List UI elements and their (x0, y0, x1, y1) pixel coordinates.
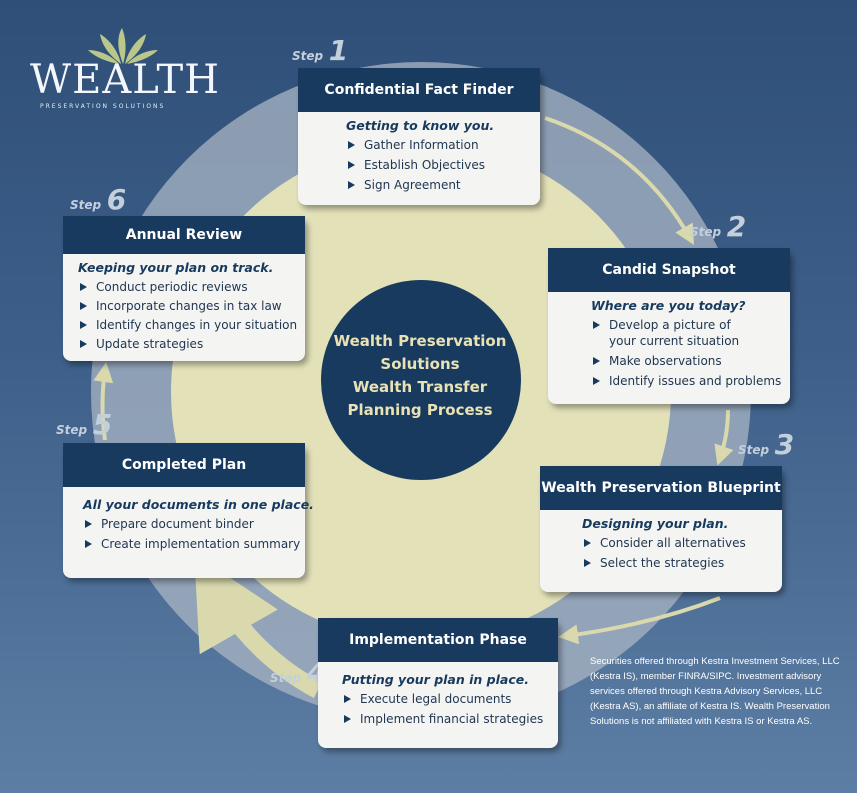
card-list: Gather Information Establish Objectives … (346, 137, 540, 193)
center-title-line: Planning Process (347, 401, 493, 419)
arrow-step5-to-step6 (93, 362, 114, 441)
card-tagline: Putting your plan in place. (342, 672, 529, 687)
step-label-2: Step 2 (690, 210, 746, 243)
list-item: Prepare document binder (83, 516, 305, 532)
list-item: Update strategies (78, 336, 305, 352)
card-list: Execute legal documents Implement financ… (342, 691, 558, 727)
disclaimer-text: Securities offered through Kestra Invest… (590, 656, 840, 727)
step-card-candid-snapshot: Candid Snapshot Where are you today? Dev… (548, 248, 790, 404)
step-label-5: Step 5 (56, 408, 112, 441)
arrow-step4-to-step5 (194, 553, 323, 698)
list-item: Make observations (591, 353, 790, 369)
step-word: Step (690, 225, 722, 239)
step-number: 2 (726, 210, 747, 243)
step-number: 3 (774, 428, 795, 461)
step-card-wealth-preservation-blueprint: Wealth Preservation Blueprint Designing … (540, 466, 782, 592)
step-label-6: Step 6 (70, 183, 126, 216)
list-item: Execute legal documents (342, 691, 558, 707)
card-title: Annual Review (63, 216, 305, 254)
card-tagline: All your documents in one place. (83, 497, 314, 512)
card-list: Consider all alternatives Select the str… (582, 535, 782, 571)
step-word: Step (738, 443, 770, 457)
list-item: Consider all alternatives (582, 535, 782, 551)
wealth-logo: WEALTH PRESERVATION SOLUTIONS (30, 26, 219, 116)
card-title: Confidential Fact Finder (298, 68, 540, 112)
step-word: Step (292, 49, 324, 63)
step-word: Step (70, 198, 102, 212)
card-title: Candid Snapshot (548, 248, 790, 292)
arrow-step3-to-step4 (558, 596, 721, 645)
list-item: Develop a picture of your current situat… (591, 317, 759, 349)
card-list: Conduct periodic reviews Incorporate cha… (78, 279, 305, 352)
card-list: Prepare document binder Create implement… (83, 516, 305, 552)
card-list: Develop a picture of your current situat… (591, 317, 790, 389)
step-card-implementation-phase: Implementation Phase Putting your plan i… (318, 618, 558, 748)
step-card-annual-review: Annual Review Keeping your plan on track… (63, 216, 305, 361)
step-card-confidential-fact-finder: Confidential Fact Finder Getting to know… (298, 68, 540, 205)
step-number: 6 (106, 183, 127, 216)
step-number: 5 (92, 408, 113, 441)
list-item: Implement financial strategies (342, 711, 558, 727)
card-tagline: Getting to know you. (346, 118, 495, 133)
list-item: Gather Information (346, 137, 540, 153)
card-tagline: Where are you today? (591, 298, 746, 313)
list-item: Conduct periodic reviews (78, 279, 305, 295)
step-word: Step (56, 423, 88, 437)
center-title-line: Solutions (380, 355, 460, 373)
center-title-line: Wealth Transfer (352, 378, 488, 396)
card-tagline: Keeping your plan on track. (78, 260, 274, 275)
step-number: 1 (328, 34, 349, 67)
step-label-3: Step 3 (738, 428, 794, 461)
list-item: Identify issues and problems (591, 373, 790, 389)
card-title: Completed Plan (63, 443, 305, 487)
step-label-1: Step 1 (292, 34, 348, 67)
logo-wordmark: WEALTH (30, 57, 221, 103)
list-item: Select the strategies (582, 555, 782, 571)
card-title: Implementation Phase (318, 618, 558, 662)
center-title-line: Wealth Preservation (333, 332, 507, 350)
step-word: Step (270, 671, 302, 685)
list-item: Incorporate changes in tax law (78, 298, 305, 314)
arrow-step1-to-step2 (544, 116, 694, 245)
list-item: Identify changes in your situation (78, 317, 305, 333)
center-title: Wealth Preservation Solutions Wealth Tra… (330, 330, 510, 422)
arrow-step2-to-step3 (714, 409, 734, 466)
card-tagline: Designing your plan. (582, 516, 729, 531)
logo-subtitle: PRESERVATION SOLUTIONS (40, 103, 166, 110)
step-card-completed-plan: Completed Plan All your documents in one… (63, 443, 314, 578)
center-circle (321, 280, 521, 480)
list-item: Sign Agreement (346, 177, 540, 193)
leaf-logo-icon (88, 28, 158, 64)
card-title: Wealth Preservation Blueprint (540, 466, 782, 510)
list-item: Create implementation summary (83, 536, 305, 552)
list-item: Establish Objectives (346, 157, 540, 173)
